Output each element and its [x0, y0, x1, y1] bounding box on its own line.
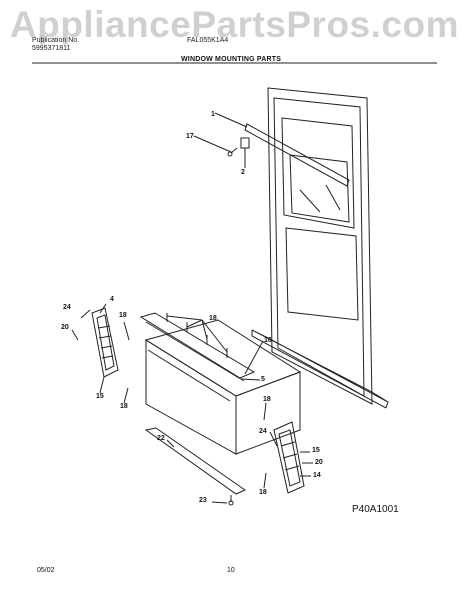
callout-16: 16: [264, 337, 272, 344]
glass-pane: [289, 154, 350, 223]
cabinet-top: [144, 319, 302, 397]
callout-15-b: 15: [312, 447, 320, 454]
callout-14: 14: [313, 472, 321, 479]
upper-sash: [281, 117, 355, 229]
callout-24: 24: [63, 304, 71, 311]
callout-18-e: 18: [259, 489, 267, 496]
lower-sash: [285, 227, 359, 321]
publication-number: 5995371811: [32, 45, 71, 52]
callout-18-a: 18: [119, 312, 127, 319]
figure-code: P40A1001: [352, 504, 399, 515]
callout-23: 23: [199, 497, 207, 504]
footer-page: 10: [227, 567, 235, 574]
callout-20-b: 20: [315, 459, 323, 466]
callout-18-b: 18: [209, 315, 217, 322]
screw-17: [227, 151, 233, 157]
model-number: FAL055K1A4: [187, 37, 229, 44]
callout-5: 5: [261, 376, 265, 383]
footer-date: 05/02: [37, 567, 55, 574]
callout-1: 1: [211, 111, 215, 118]
screw-23: [228, 500, 234, 506]
callout-18-d: 18: [263, 396, 271, 403]
callout-24-b: 24: [259, 428, 267, 435]
window-frame-outer: [267, 87, 373, 405]
publication-label: Publication No.: [32, 37, 80, 44]
callout-17: 17: [186, 133, 194, 140]
callout-2: 2: [241, 169, 245, 176]
bracket: [240, 137, 250, 149]
callout-4: 4: [110, 296, 114, 303]
glass-glare: [299, 189, 321, 213]
window-frame-inner: [273, 97, 365, 397]
sill-support: [144, 427, 247, 495]
left-side-curtain: [91, 307, 119, 378]
glass-glare-2: [325, 184, 341, 211]
callout-18-c: 18: [120, 403, 128, 410]
window-sill: [251, 329, 389, 403]
callout-15-a: 15: [96, 393, 104, 400]
cabinet-side: [235, 371, 301, 455]
diagram-title: WINDOW MOUNTING PARTS: [181, 56, 282, 63]
right-side-curtain: [273, 421, 305, 494]
watermark: AppliancePartsPros.com: [10, 4, 459, 45]
top-channel: [139, 312, 256, 379]
callout-20: 20: [61, 324, 69, 331]
top-rail: [244, 123, 350, 187]
callout-22: 22: [157, 435, 165, 442]
